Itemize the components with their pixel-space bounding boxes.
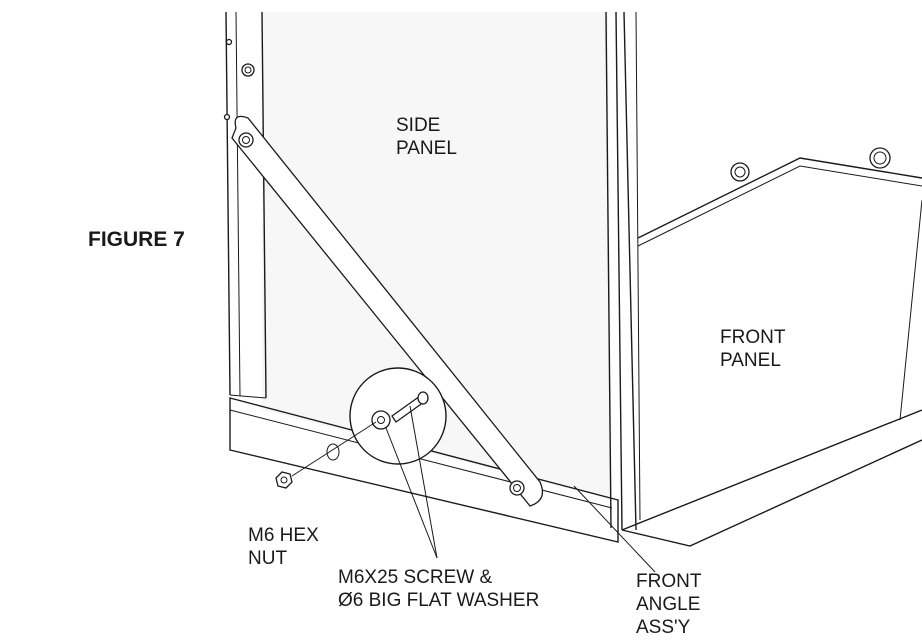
front-panel (621, 199, 922, 547)
front-angle-label: FRONT ANGLE ASS'Y (636, 571, 702, 638)
hex-nut (275, 471, 293, 489)
figure-title: FIGURE 7 (88, 228, 185, 251)
diagonal-brace (231, 115, 544, 507)
left-frame (223, 11, 267, 399)
front-angle-rail (229, 397, 619, 543)
screw-washer-label: M6X25 SCREW & Ø6 BIG FLAT WASHER (338, 567, 540, 611)
side-panel-face (262, 12, 612, 500)
front-panel-label: FRONT PANEL (720, 327, 786, 371)
corner-post (605, 11, 641, 531)
leader-lines (291, 405, 656, 573)
front-panel-top (637, 147, 922, 247)
flat-washer (371, 410, 391, 430)
detail-circle (349, 367, 447, 465)
hex-nut-label: M6 HEX NUT (248, 525, 319, 569)
side-panel-label: SIDE PANEL (396, 115, 457, 159)
